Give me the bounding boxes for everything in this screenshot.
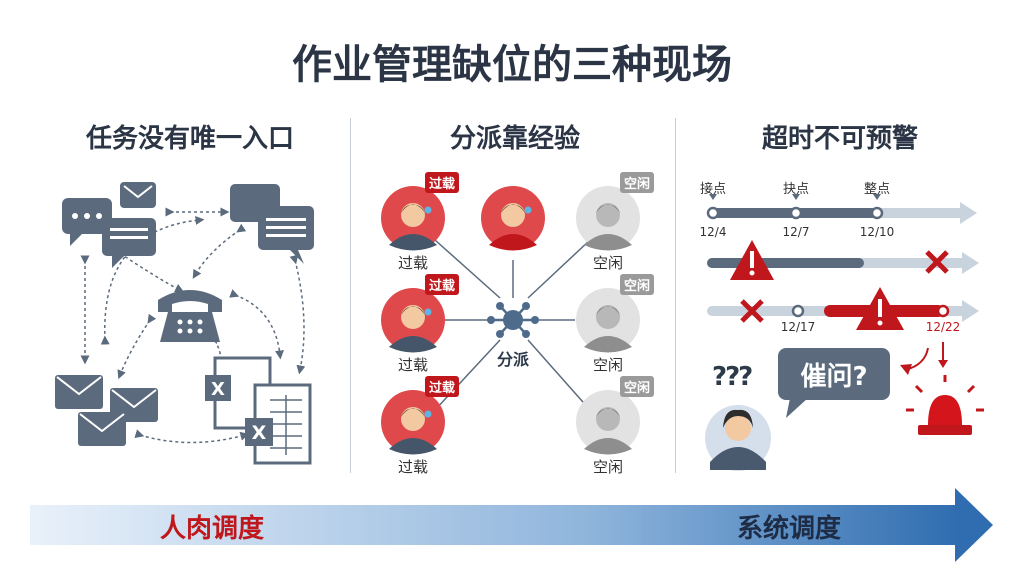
idle-label: 空闲 — [592, 356, 623, 374]
timeline-date: 12/17 — [780, 320, 816, 334]
idle-worker-avatar — [576, 390, 640, 455]
overloaded-label: 过载 — [397, 254, 428, 272]
overloaded-badge: 过载 — [425, 172, 460, 193]
question-marks: ??? — [712, 362, 753, 392]
timeline-row-1 — [706, 194, 977, 224]
overloaded-label: 过载 — [397, 356, 428, 374]
hub-icon — [487, 302, 539, 338]
idle-worker-avatar — [576, 288, 640, 353]
overloaded-worker-avatar — [381, 288, 445, 353]
section-heading-dispatch: 分派靠经验 — [449, 124, 580, 154]
mail-icon — [55, 375, 158, 446]
alarm-icon — [906, 375, 984, 435]
idle-label: 空闲 — [592, 254, 623, 272]
divider — [675, 118, 676, 473]
timeline-date: 12/7 — [782, 225, 810, 239]
page-title: 作业管理缺位的三种现场 — [292, 42, 732, 88]
phone-icon — [158, 290, 222, 342]
arrow-head-icon — [955, 488, 993, 562]
svg-text:X: X — [252, 422, 267, 444]
overloaded-label: 过载 — [397, 458, 428, 476]
idle-label: 空闲 — [592, 458, 623, 476]
timeline-row-3 — [707, 287, 979, 375]
dispatch-network — [381, 186, 640, 455]
idle-worker-avatar — [576, 186, 640, 251]
overloaded-worker-avatar — [381, 390, 445, 455]
divider — [350, 118, 351, 473]
timeline-illustration — [705, 194, 984, 471]
timeline-date: 12/10 — [859, 225, 895, 239]
chat-icon — [62, 182, 314, 268]
timeline-date-overdue: 12/22 — [925, 320, 961, 334]
warning-icon — [856, 287, 904, 330]
progress-arrow-bar — [30, 505, 960, 545]
timeline-point-label: 整点 — [863, 182, 890, 197]
speech-bubble — [778, 348, 890, 418]
overloaded-badge: 过载 — [425, 376, 460, 397]
hub-label: 分派 — [496, 350, 529, 369]
timeline-date: 12/4 — [699, 225, 727, 239]
spreadsheet-icon: X X — [205, 356, 312, 465]
timeline-point-label: 抉点 — [782, 182, 809, 197]
system-dispatch-label: 系统调度 — [737, 514, 842, 544]
overloaded-worker-avatar — [381, 186, 445, 251]
idle-badge: 空闲 — [620, 274, 655, 295]
timeline-point-label: 接点 — [699, 182, 726, 197]
timeline-row-2 — [707, 240, 979, 280]
channels-illustration: X X — [55, 182, 314, 465]
bubble-text: 催问? — [800, 362, 868, 392]
manual-dispatch-label: 人肉调度 — [160, 514, 265, 544]
connection-lines — [434, 239, 591, 411]
overloaded-worker-avatar — [481, 186, 545, 251]
section-heading-timeout: 超时不可预警 — [761, 124, 918, 154]
svg-text:X: X — [211, 379, 225, 400]
idle-badge: 空闲 — [620, 172, 655, 193]
idle-badge: 空闲 — [620, 376, 655, 397]
x-icon — [925, 250, 949, 274]
section-heading-entry: 任务没有唯一入口 — [85, 124, 294, 154]
overloaded-badge: 过载 — [425, 274, 460, 295]
warning-icon — [730, 240, 774, 280]
person-avatar — [705, 405, 771, 471]
